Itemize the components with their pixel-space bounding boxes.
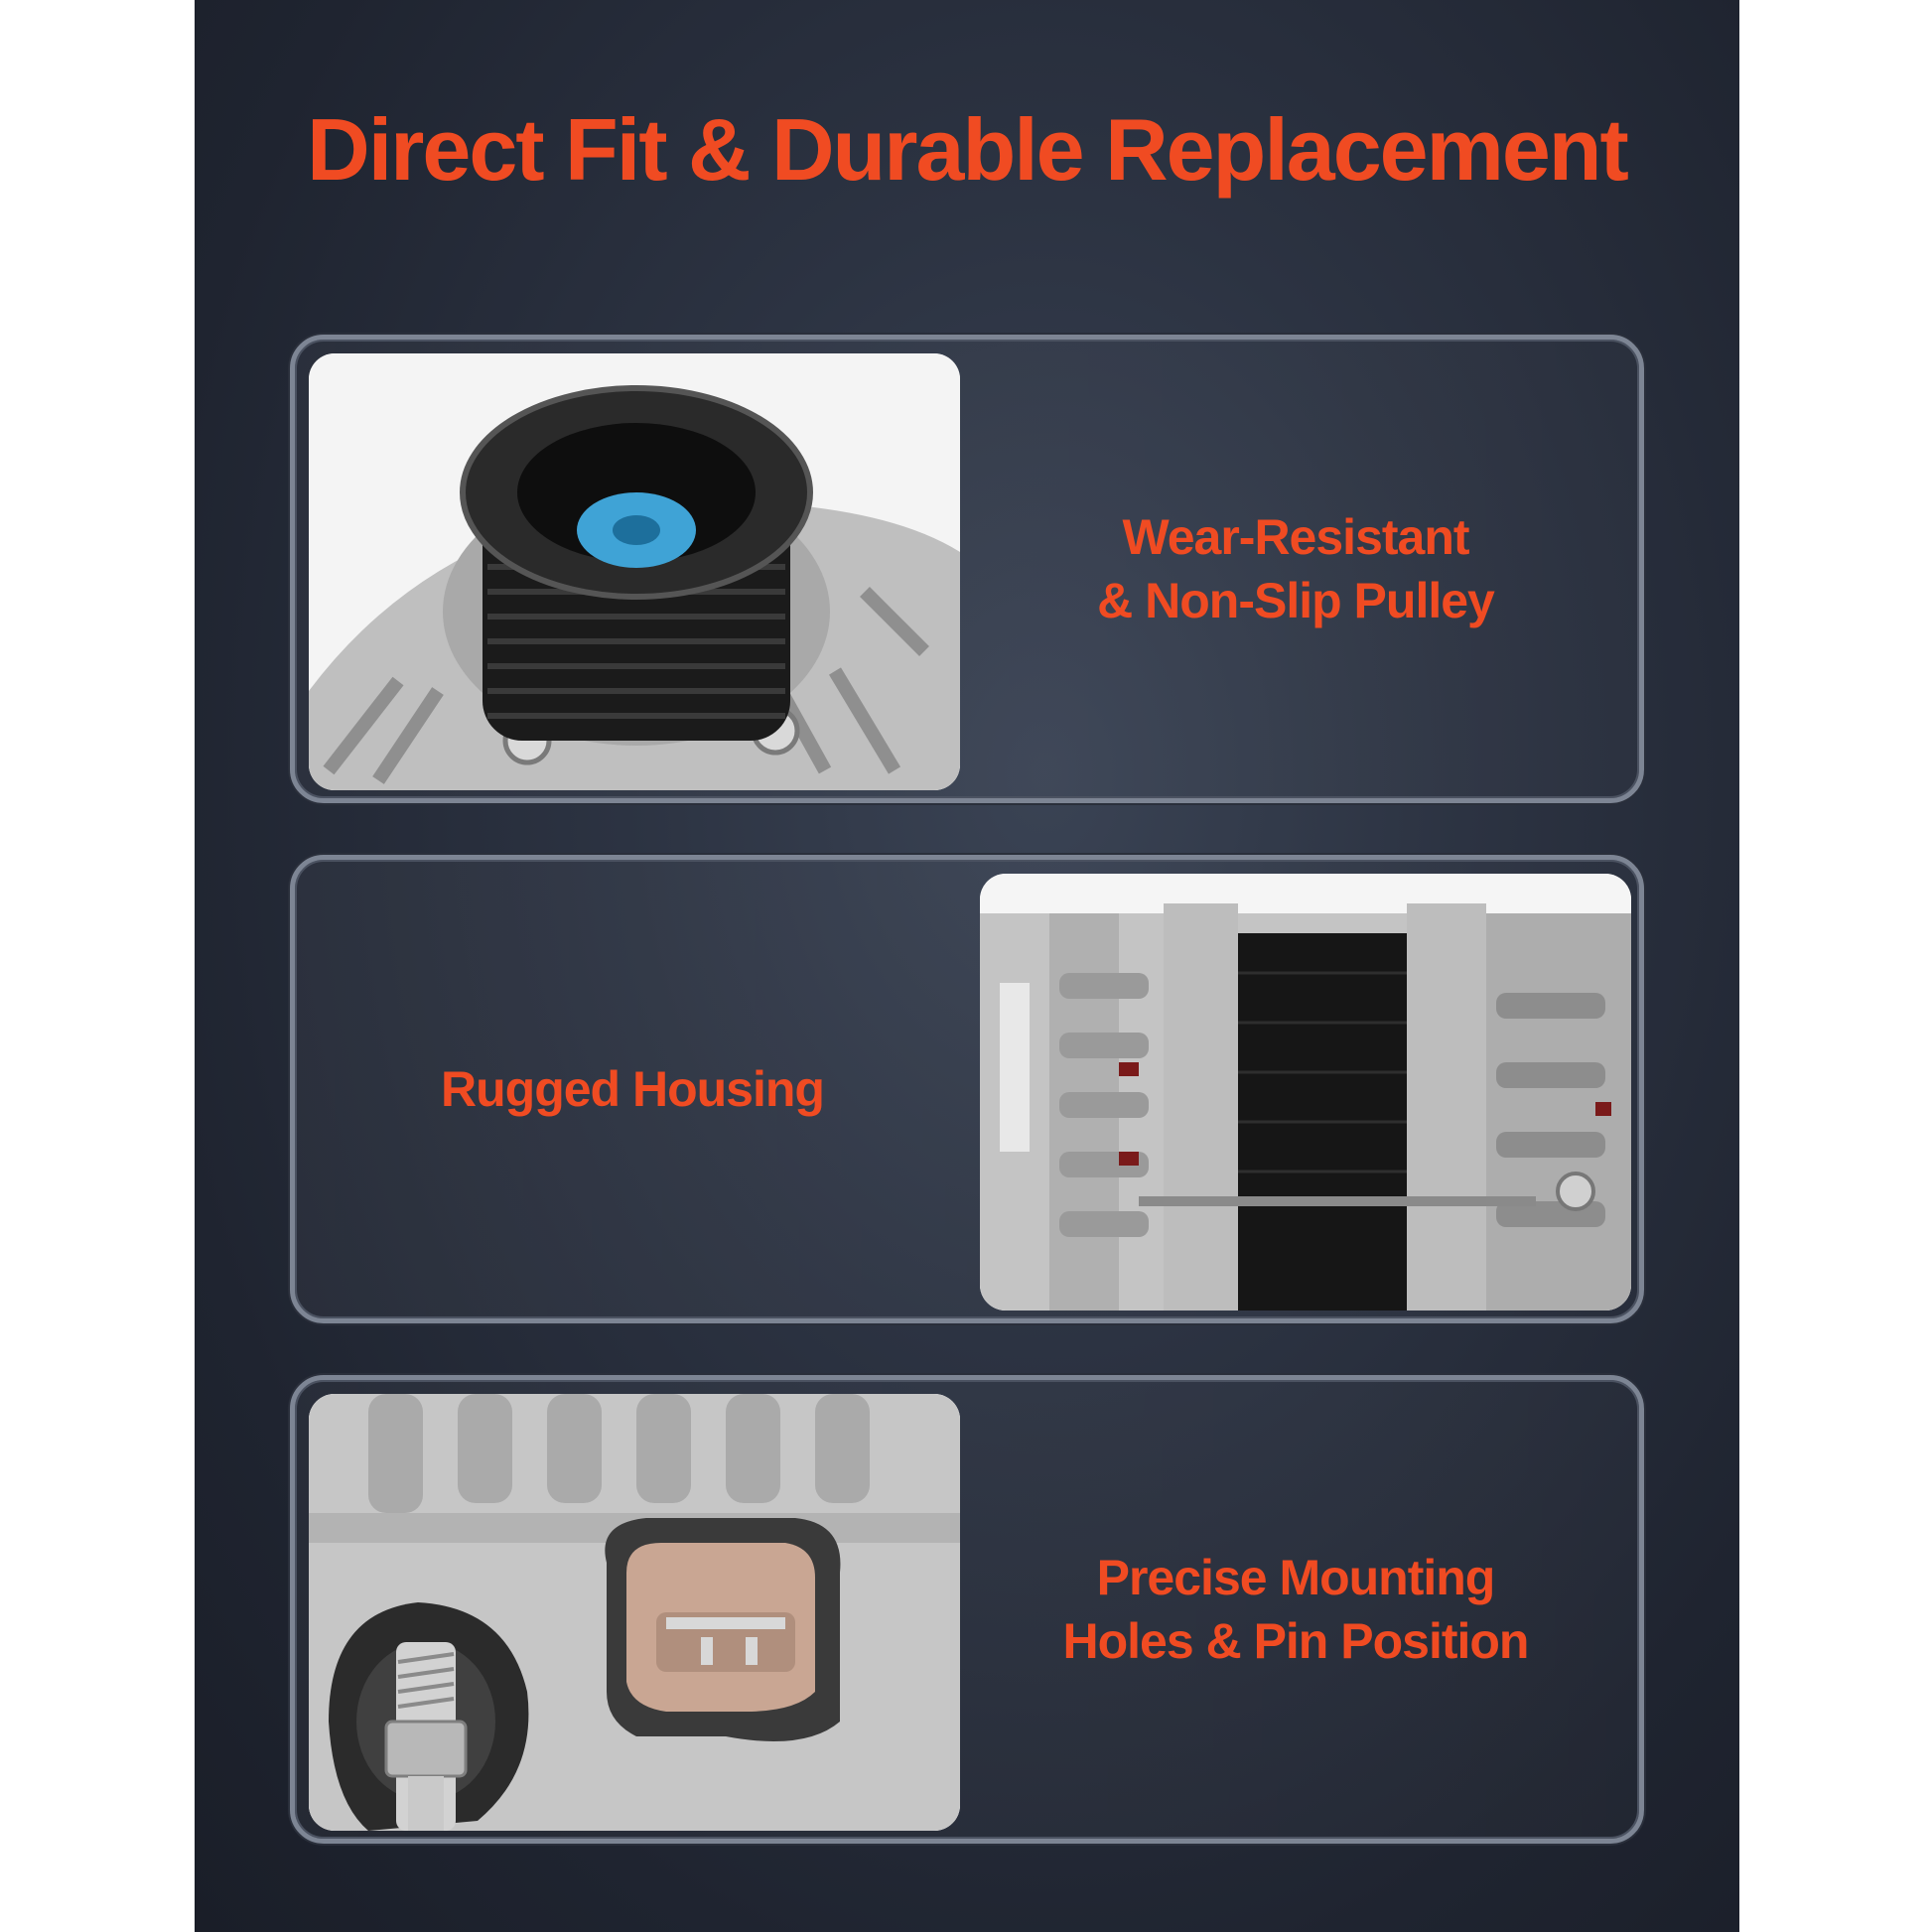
housing-photo: [980, 874, 1631, 1311]
label-line: & Non-Slip Pulley: [1097, 573, 1495, 628]
mounting-photo: [309, 1394, 960, 1831]
label-line: Precise Mounting: [1096, 1550, 1496, 1605]
feature-label-pulley: Wear-Resistant & Non-Slip Pulley: [958, 340, 1633, 798]
feature-label-mounting: Precise Mounting Holes & Pin Position: [958, 1380, 1633, 1839]
page-title: Direct Fit & Durable Replacement: [307, 100, 1629, 199]
label-line: Holes & Pin Position: [1062, 1613, 1530, 1669]
feature-label-housing: Rugged Housing: [295, 860, 970, 1318]
feature-panel: Direct Fit & Durable Replacement: [195, 0, 1739, 1932]
label-line: Wear-Resistant: [1122, 509, 1469, 565]
feature-card-mounting: Precise Mounting Holes & Pin Position: [290, 1375, 1644, 1844]
feature-card-housing: Rugged Housing: [290, 855, 1644, 1323]
feature-card-pulley: Wear-Resistant & Non-Slip Pulley: [290, 335, 1644, 803]
label-line: Rugged Housing: [441, 1061, 825, 1117]
pulley-photo: [309, 353, 960, 790]
